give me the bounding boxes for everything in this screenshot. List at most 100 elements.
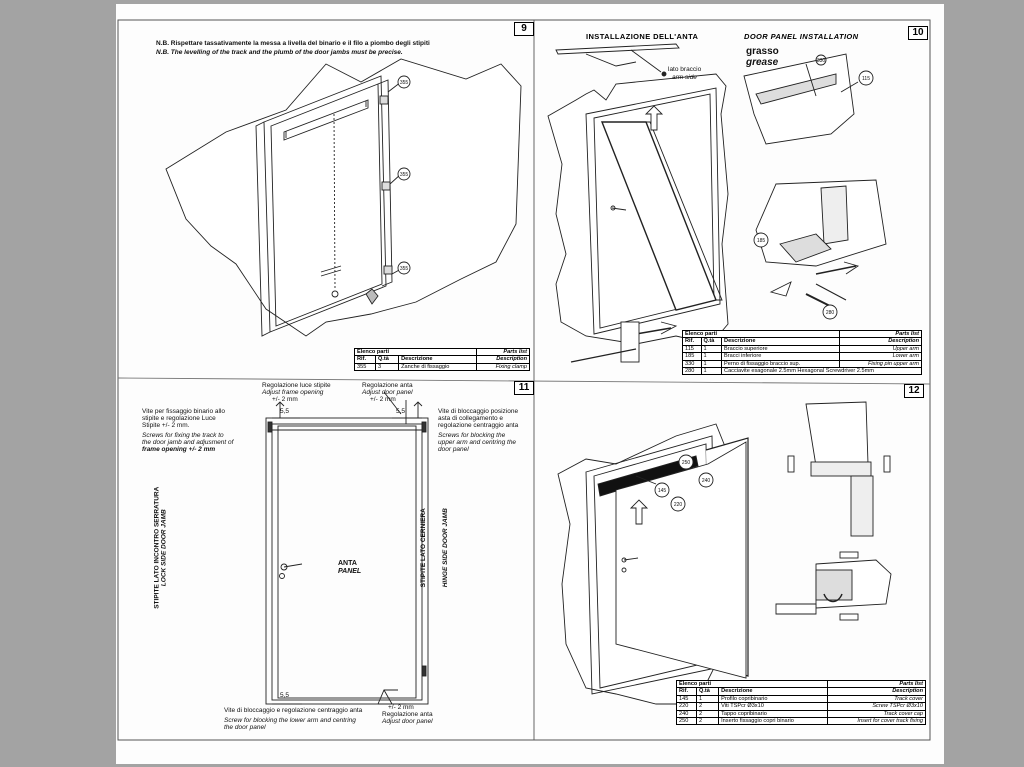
table-cell: 1 — [695, 694, 720, 704]
panel10-title-italian: INSTALLAZIONE DELL'ANTA — [586, 32, 699, 41]
table-header: Description — [475, 355, 531, 364]
table-cell: Fixing pin upper arm — [839, 359, 922, 369]
panel10-table-title-en: Parts list — [839, 329, 922, 339]
table-cell: 145 — [676, 694, 697, 704]
table-cell: 185 — [682, 352, 702, 361]
table-cell: 2 — [695, 702, 720, 711]
panel10-drawing — [547, 43, 887, 363]
bottom-right-dim: +/- 2 mm — [388, 704, 414, 711]
table-header: Description — [839, 337, 922, 346]
table-cell: 115 — [682, 344, 702, 354]
left-note-it: Vite per fissaggio binario allo — [142, 408, 225, 415]
adjust-panel-label-it: Regolazione anta — [362, 382, 413, 389]
table-header: Q.tà — [695, 687, 720, 696]
drawings: 355 355 355 330 115 185 280 250 240 145 … — [117, 19, 931, 741]
panel12-table-title-it: Elenco parti — [676, 679, 828, 689]
table-header: Rif. — [682, 337, 702, 346]
panel9-note-italian: N.B. Rispettare tassativamente la messa … — [156, 40, 430, 47]
table-header: Description — [826, 687, 927, 696]
table-header: Descrizione — [721, 337, 841, 346]
callout-185: 185 — [757, 238, 766, 244]
bottom-note-it: Vite di bloccaggio e regolazione centrag… — [224, 707, 363, 714]
panel10-number: 10 — [908, 26, 928, 40]
table-cell: Insert for cover track fixing — [826, 717, 927, 726]
right-note-en: upper arm and centring the — [438, 439, 517, 446]
right-note-it: Vite di bloccaggio posizione — [438, 408, 519, 415]
table-header: Q.tà — [374, 355, 400, 364]
adjust-frame-label-it: Regolazione luce stipite — [262, 382, 331, 389]
dimension-top-right: 5,5 — [396, 408, 406, 415]
table-cell: Lower arm — [839, 352, 922, 361]
table-cell: Zanche di fissaggio — [398, 362, 477, 372]
table-header: Descrizione — [398, 355, 477, 364]
right-note-it: regolazione centraggio anta — [438, 422, 519, 429]
bottom-right-label-en: Adjust door panel — [382, 718, 433, 725]
adjust-frame-dim: +/- 2 mm — [272, 396, 298, 403]
panel9-note-english: N.B. The levelling of the track and the … — [156, 49, 403, 56]
table-cell: Screw TSPcr Ø3x10 — [826, 702, 927, 711]
table-cell: 240 — [676, 709, 697, 719]
adjust-panel-label-en: Adjust door panel — [362, 389, 413, 396]
table-cell: 355 — [354, 362, 376, 372]
panel12-drawing — [557, 401, 892, 705]
table-header: Rif. — [354, 355, 376, 364]
panel9-table-title-it: Elenco parti — [354, 347, 477, 357]
arm-side-label-en: arm side — [672, 74, 697, 81]
panel9-table-title-en: Parts list — [475, 347, 531, 357]
dimension-bottom: 5,5 — [280, 692, 290, 699]
table-cell: 330 — [682, 359, 702, 369]
grease-label-it: grasso — [746, 46, 779, 57]
panel11-drawing — [265, 391, 429, 705]
bottom-right-label-it: Regolazione anta — [382, 711, 433, 718]
left-note-en: the door jamb and adjusment of — [142, 439, 234, 446]
callout-250: 250 — [682, 460, 691, 466]
bottom-note-en: the door panel — [224, 724, 266, 731]
bottom-note-en: Screw for blocking the lower arm and cen… — [224, 717, 356, 724]
panel-label-it: ANTA — [338, 560, 357, 567]
table-cell: Track cover — [826, 694, 927, 704]
left-jamb-label-it: STIPITE LATO INCONTRO SERRATURA — [153, 486, 161, 609]
callout-330: 330 — [817, 58, 826, 64]
panel9-drawing — [165, 58, 522, 337]
callout-355-c: 355 — [400, 266, 409, 272]
table-cell: Fixing clamp — [475, 362, 531, 372]
table-cell: 220 — [676, 702, 697, 711]
grease-label-en: grease — [746, 57, 779, 68]
panel11-number: 11 — [514, 381, 534, 395]
right-note-en: Screws for blocking the — [438, 432, 506, 439]
table-cell: Upper arm — [839, 344, 922, 354]
adjust-frame-label-en: Adjust frame opening — [262, 389, 324, 396]
left-note-en: frame opening +/- 2 mm — [142, 446, 216, 453]
right-jamb-label-en: HINGE SIDE DOOR JAMB — [441, 508, 449, 588]
table-cell: 2 — [695, 717, 720, 726]
instruction-sheet: 355 355 355 330 115 185 280 250 240 145 … — [116, 4, 944, 764]
table-cell: 3 — [374, 362, 400, 372]
table-cell: 280 — [682, 367, 702, 376]
callout-220: 220 — [674, 502, 683, 508]
table-cell: Tappo copribinario — [718, 709, 828, 719]
table-cell: 1 — [700, 344, 723, 354]
table-cell: Inserto fissaggio copri binario — [718, 717, 828, 726]
callout-115: 115 — [862, 76, 870, 82]
table-cell: Perno di fissaggio braccio sup. — [721, 359, 841, 369]
table-cell: Viti TSPcr Ø3x10 — [718, 702, 828, 711]
table-header: Q.tà — [700, 337, 723, 346]
arm-side-label-it: lato braccio — [668, 66, 702, 73]
callout-355-b: 355 — [400, 172, 409, 178]
adjust-panel-dim: +/- 2 mm — [370, 396, 396, 403]
table-header: Rif. — [676, 687, 697, 696]
panel9-number: 9 — [514, 22, 534, 36]
table-cell: Braccio superiore — [721, 344, 841, 354]
left-jamb-label-en: LOCK SIDE DOOR JAMB — [160, 509, 168, 587]
callout-240: 240 — [702, 478, 711, 484]
